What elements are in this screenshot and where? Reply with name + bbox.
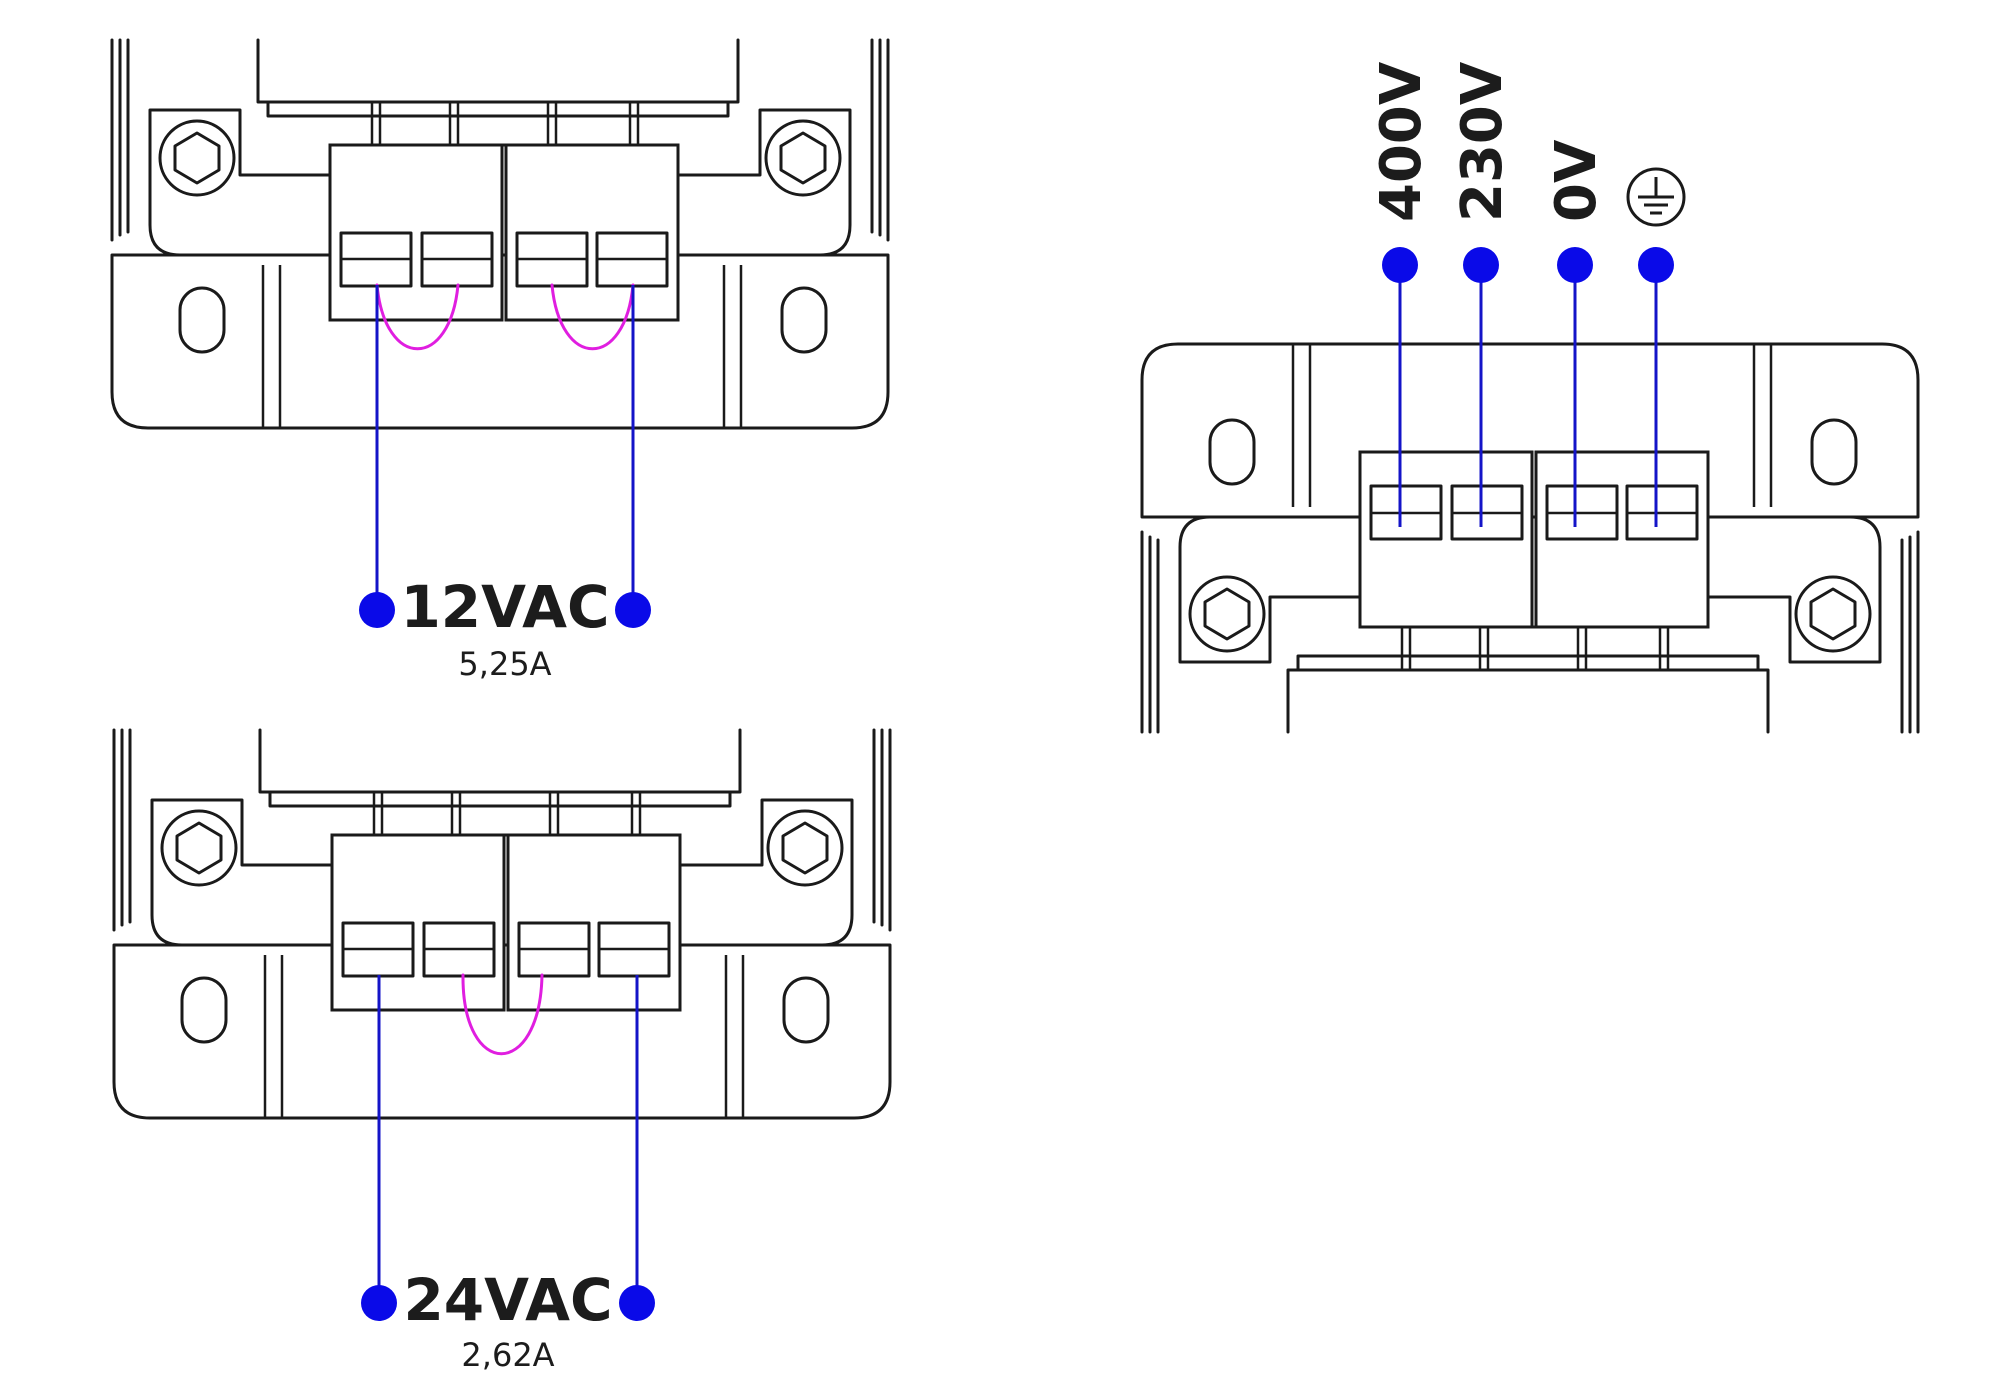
terminal-dot-24vac-left bbox=[361, 1285, 397, 1321]
terminal-dot-24vac-right bbox=[619, 1285, 655, 1321]
terminal-dot-400v bbox=[1382, 247, 1418, 283]
terminal-label-400v: 400V bbox=[1369, 61, 1434, 222]
voltage-label-24vac: 24VAC bbox=[403, 1266, 612, 1334]
voltage-label-12vac: 12VAC bbox=[400, 573, 609, 641]
jumper-24vac-center bbox=[461, 973, 544, 1055]
transformer-primary-input: 400V 230V 0V bbox=[1140, 61, 1920, 734]
terminal-block-12vac bbox=[110, 38, 890, 430]
jumper-12vac-left bbox=[375, 283, 460, 351]
terminal-label-0v: 0V bbox=[1544, 139, 1609, 222]
current-label-24vac: 2,62A bbox=[461, 1336, 554, 1374]
ground-icon bbox=[1626, 167, 1686, 227]
terminal-dot-ground bbox=[1638, 247, 1674, 283]
current-label-12vac: 5,25A bbox=[458, 645, 551, 683]
terminal-dot-0v bbox=[1557, 247, 1593, 283]
transformer-24vac: 24VAC 2,62A bbox=[112, 728, 892, 1374]
terminal-dot-12vac-left bbox=[359, 592, 395, 628]
terminal-block-primary bbox=[1140, 342, 1920, 734]
terminal-block-24vac bbox=[112, 728, 892, 1120]
terminal-dot-12vac-right bbox=[615, 592, 651, 628]
transformer-12vac: 12VAC 5,25A bbox=[110, 38, 890, 683]
jumper-12vac-right bbox=[550, 283, 635, 351]
terminal-label-230v: 230V bbox=[1450, 61, 1515, 222]
terminal-dot-230v bbox=[1463, 247, 1499, 283]
